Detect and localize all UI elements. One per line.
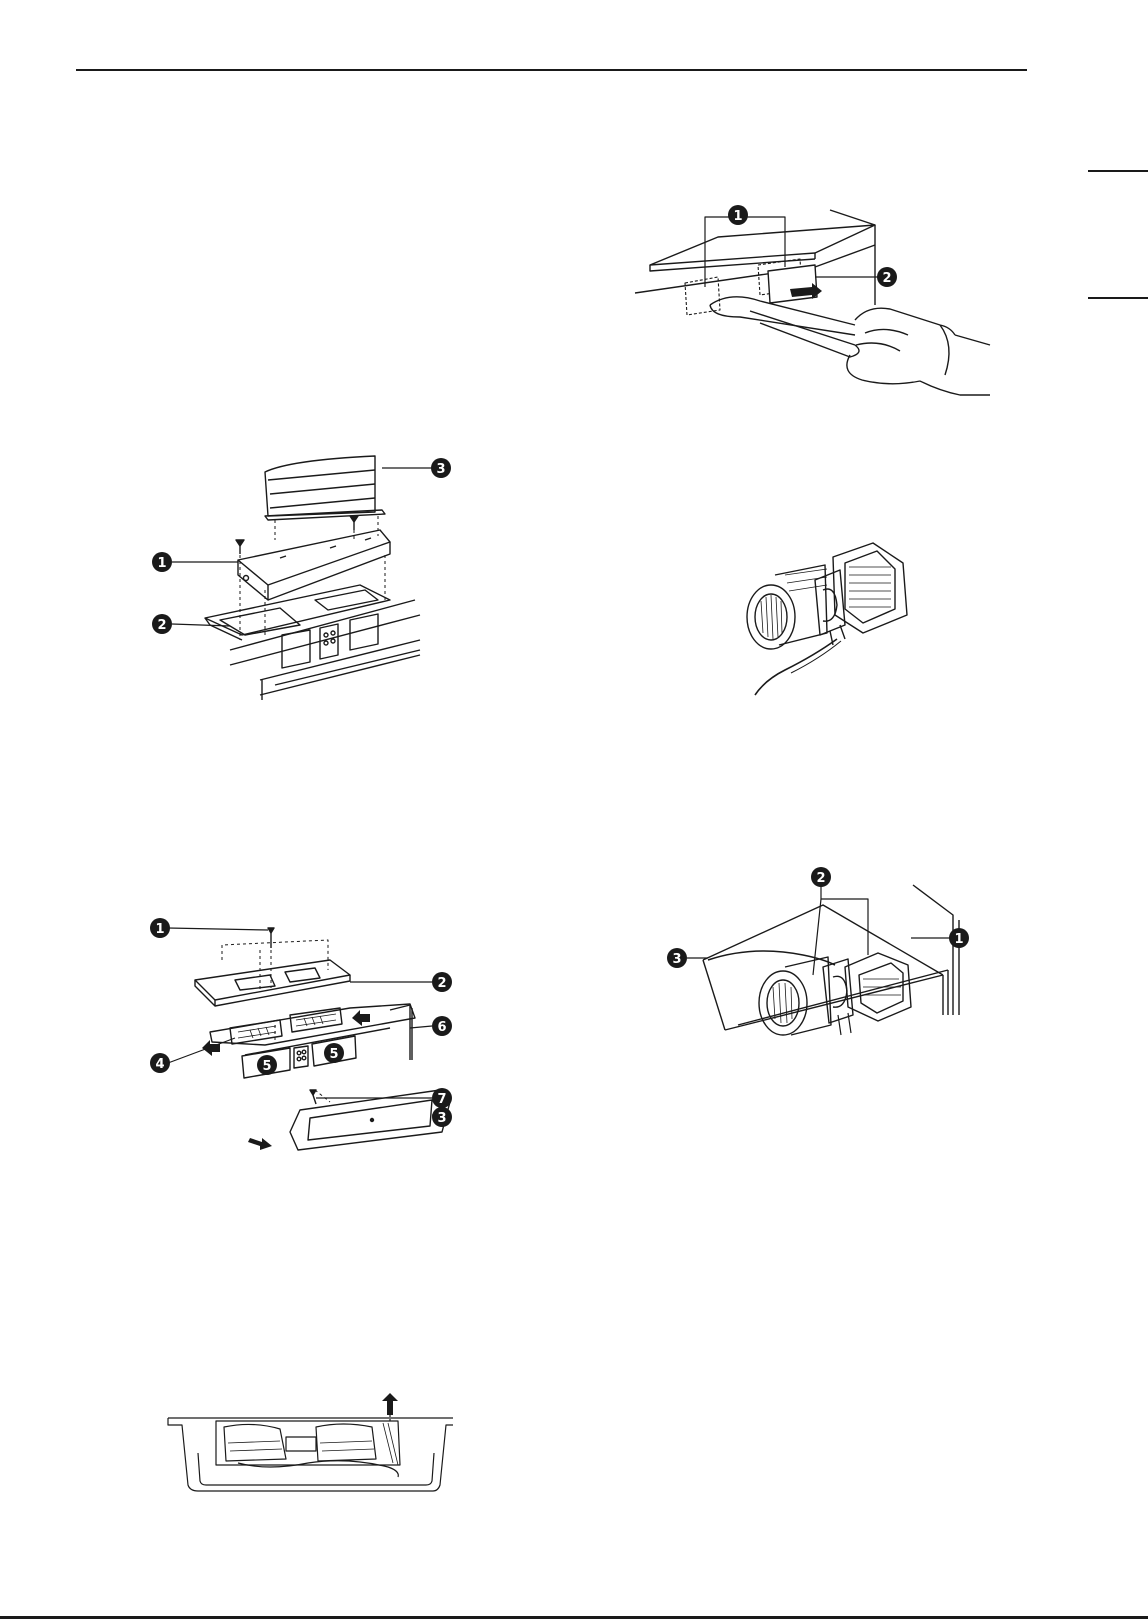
side-tab-rule-bottom [1088,297,1148,299]
callout-1: 1 [728,205,748,225]
figure-exploded-plate: 1 2 3 4 5 5 6 7 [150,920,480,1185]
cabinet-box [635,210,875,305]
screw-right [350,516,358,530]
figure-knockout-removal: 1 2 [650,205,1020,415]
front-blower-wheel [759,957,851,1035]
callout-label: 4 [155,1057,164,1072]
rear-blower-housing [845,953,911,1021]
screw-left [236,540,244,554]
pull-arrow-icon [248,1138,272,1150]
callout-3: 3 [667,948,687,968]
callout-label: 1 [157,556,166,571]
callout-3: 3 [431,458,451,478]
cabinet [703,885,959,1030]
callout-label: 6 [437,1020,446,1035]
callout-label: 7 [437,1092,446,1107]
callout-label: 3 [436,462,445,477]
damper-part [265,456,385,520]
screw-bottom [310,1090,316,1104]
bracket-tray [238,530,390,600]
blower-units [210,1004,415,1045]
callout-label: 1 [733,209,742,224]
screw-top [268,928,274,948]
power-cord [708,951,835,965]
motor-core [815,570,845,645]
callout-label: 3 [672,952,681,967]
callout-label: 3 [437,1111,446,1126]
figure-bracket-assembly: 3 1 2 [150,450,470,730]
callout-label: 2 [437,976,446,991]
figure-blower-motor [745,535,925,695]
figure-blower-installed: 1 2 3 [663,885,1013,1080]
callout-label: 5 [262,1059,271,1074]
callout-label: 1 [954,932,963,947]
header-rule [76,69,1027,71]
callout-2: 2 [432,972,452,992]
mounting-plate [195,960,350,1006]
callout-3: 3 [432,1107,452,1127]
callout-label: 5 [329,1047,338,1062]
rotate-arrow-icon [352,1010,370,1026]
callout-1: 1 [949,928,969,948]
knockout-right [758,259,817,303]
callout-1: 1 [152,552,172,572]
callout-5-right: 5 [324,1043,344,1063]
callout-7: 7 [432,1088,452,1108]
side-tab-rule-top [1088,170,1148,172]
callout-1: 1 [150,918,170,938]
lift-arrow-icon [382,1393,398,1415]
callout-label: 2 [816,871,825,886]
callout-label: 2 [882,271,891,286]
hand [847,308,990,395]
callout-label: 2 [157,618,166,633]
figure-blower-top-view [168,1393,458,1493]
footer-rule [0,1616,1148,1619]
callout-2: 2 [811,867,831,887]
callout-2: 2 [152,614,172,634]
front-blower-wheel [747,565,827,649]
blower-assembly [216,1421,400,1477]
callout-2: 2 [877,267,897,287]
callout-4: 4 [150,1053,170,1073]
callout-6: 6 [432,1016,452,1036]
callout-5-left: 5 [257,1055,277,1075]
cabinet-outline [168,1418,453,1491]
power-cord [755,639,837,695]
pliers [710,297,859,357]
callout-label: 1 [155,922,164,937]
